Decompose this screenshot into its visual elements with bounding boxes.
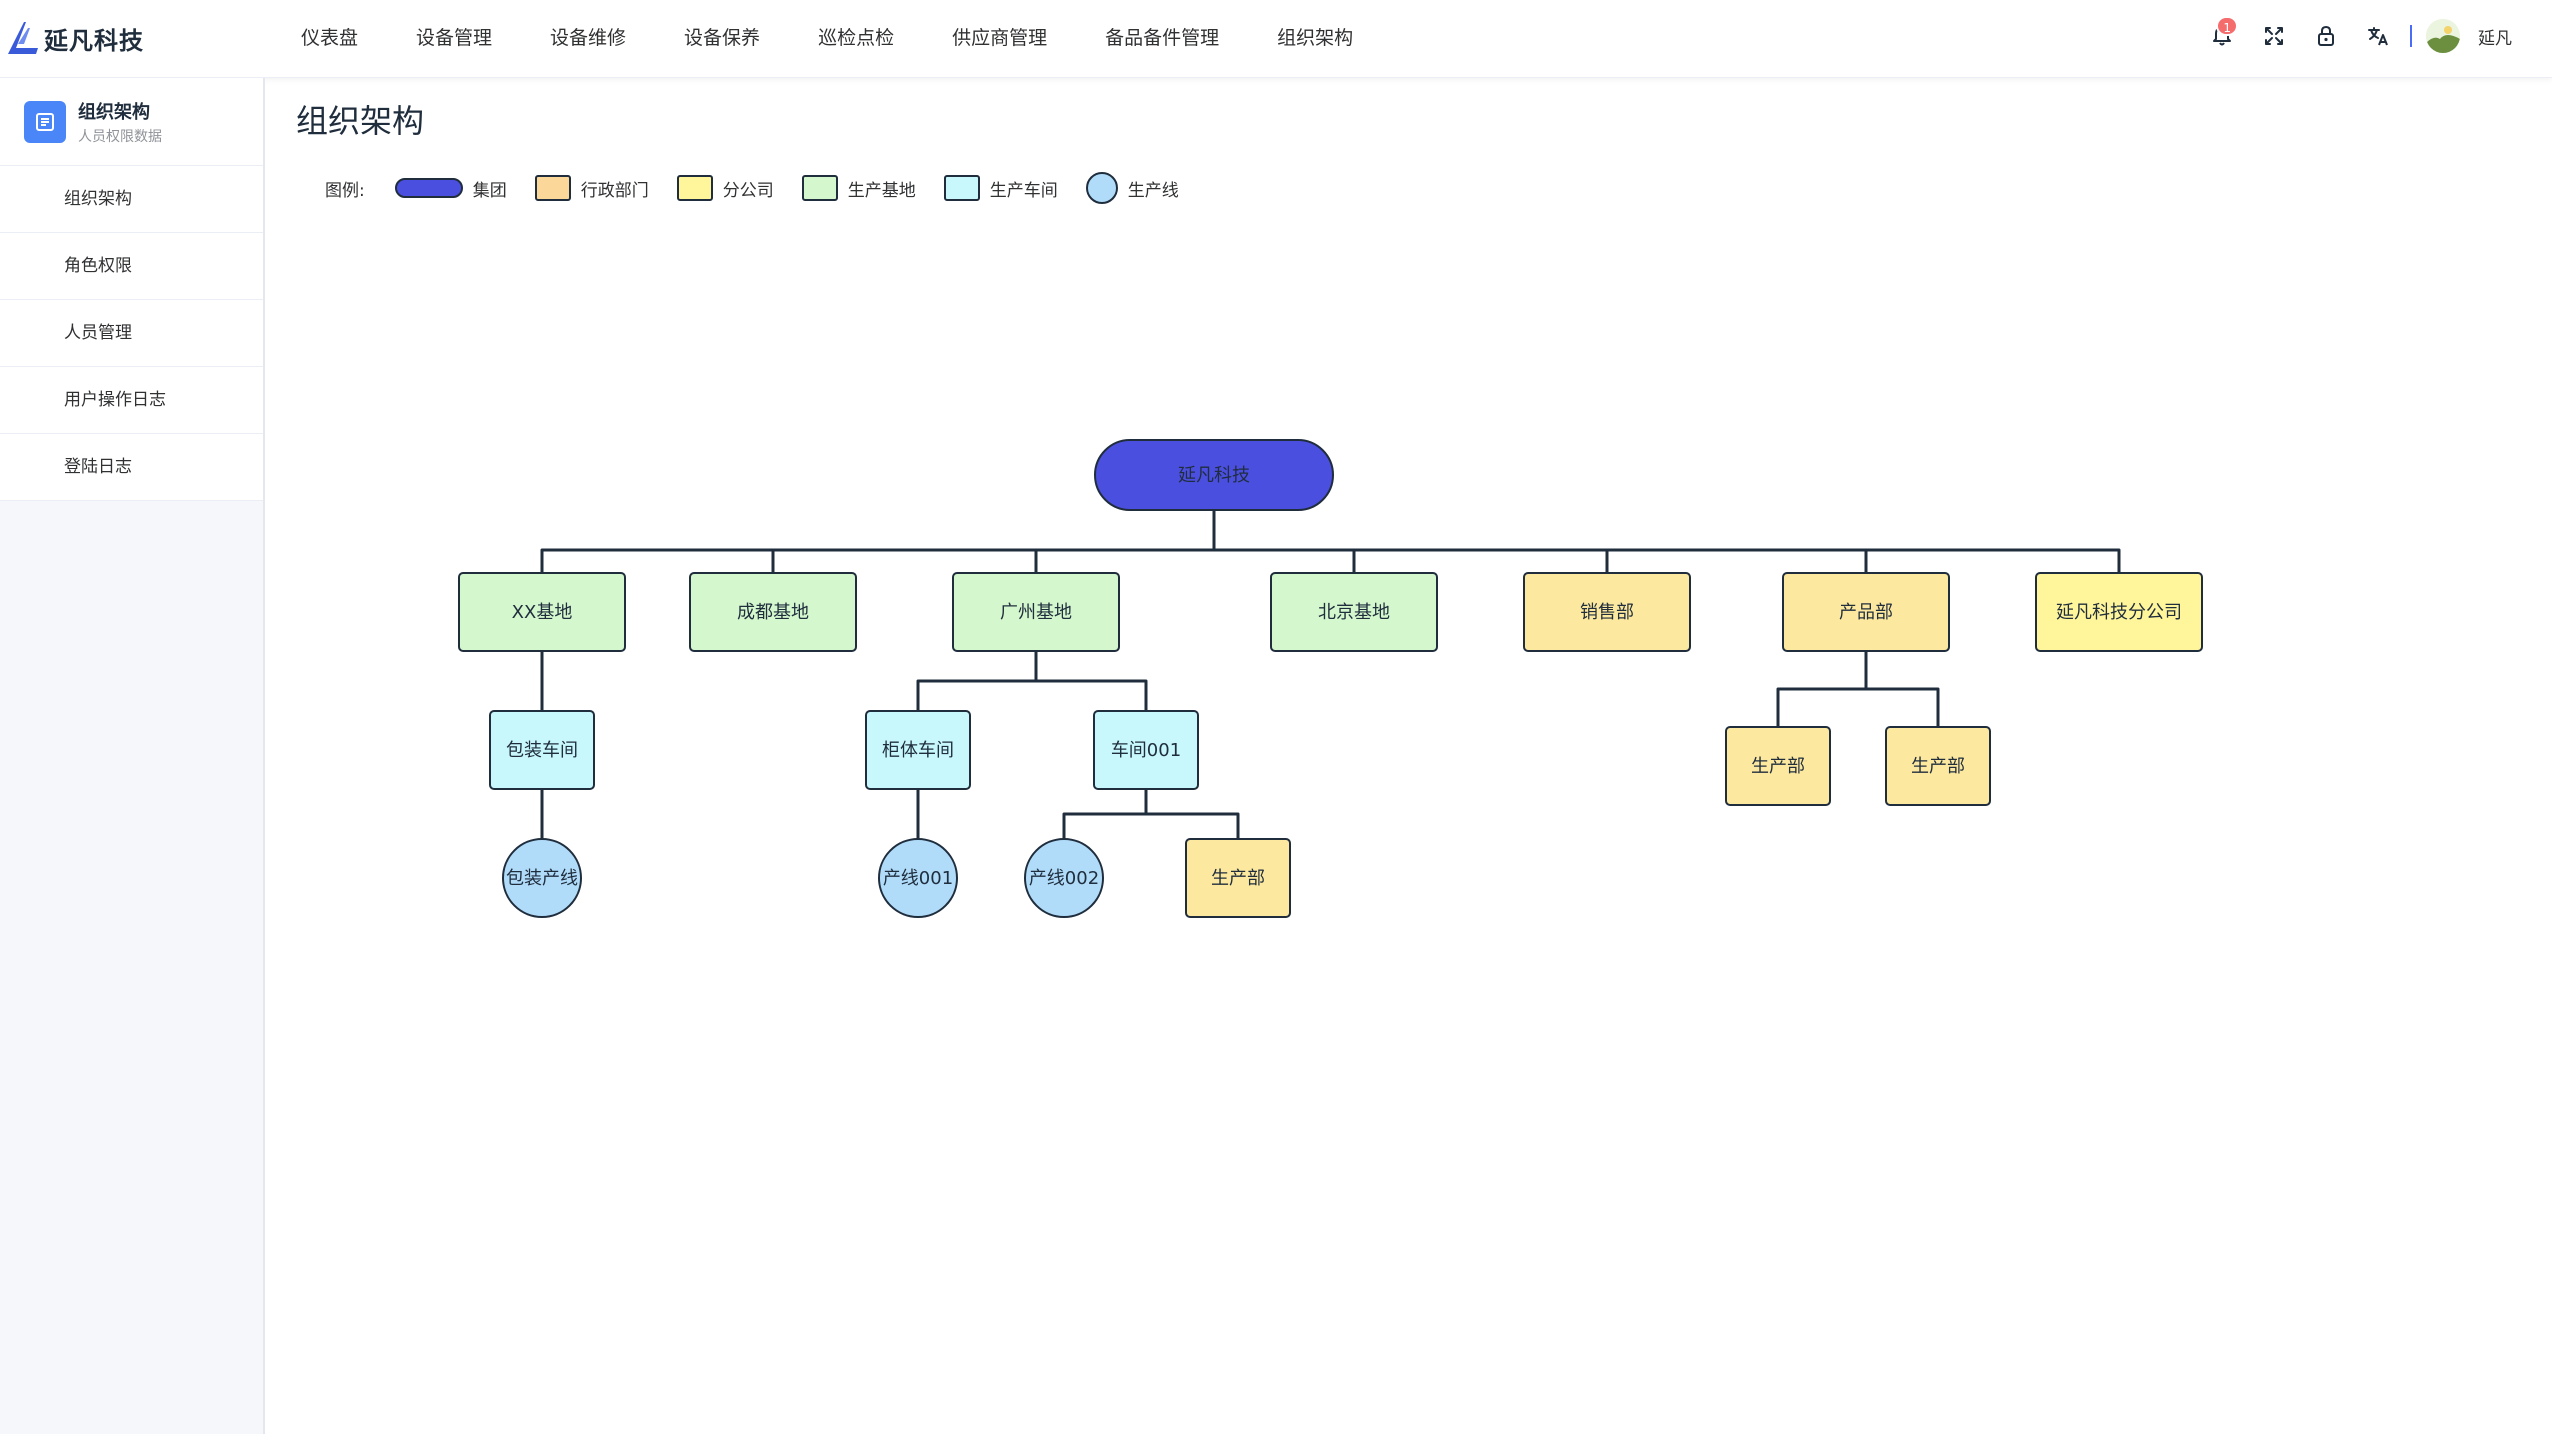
legend-item-group: 集团 xyxy=(394,176,507,201)
sidebar-subtitle: 人员权限数据 xyxy=(78,128,162,145)
username[interactable]: 延凡 xyxy=(2478,28,2512,49)
legend-swatch-admin-dept xyxy=(534,175,571,201)
legend-item-production-base: 生产基地 xyxy=(801,175,916,201)
org-node-workshop[interactable] xyxy=(489,710,595,790)
org-node-group[interactable] xyxy=(1094,439,1334,511)
org-node-admin-dept[interactable] xyxy=(1523,572,1691,652)
nav-inspection[interactable]: 巡检点检 xyxy=(818,27,895,49)
legend: 图例: 集团 行政部门 分公司 生产基地 生产车间 生产线 xyxy=(325,172,1207,204)
org-node-admin-dept[interactable] xyxy=(1782,572,1950,652)
legend-swatch-workshop xyxy=(943,175,980,201)
avatar-image-icon xyxy=(2426,19,2460,53)
nav-dashboard[interactable]: 仪表盘 xyxy=(301,27,359,49)
legend-text-admin-dept: 行政部门 xyxy=(580,180,649,201)
logo-text: 延凡科技 xyxy=(44,26,144,55)
nav-supplier-management[interactable]: 供应商管理 xyxy=(952,27,1048,49)
legend-text-branch: 分公司 xyxy=(722,180,774,201)
legend-text-production-base: 生产基地 xyxy=(847,180,916,201)
org-connector xyxy=(1062,787,1240,841)
header-divider xyxy=(2410,25,2412,47)
org-node-workshop[interactable] xyxy=(1093,710,1199,790)
top-bar: 延凡科技 仪表盘 设备管理 设备维修 设备保养 巡检点检 供应商管理 备品备件管… xyxy=(0,0,2552,78)
org-node-production-line[interactable] xyxy=(878,838,958,918)
org-node-production-base[interactable] xyxy=(458,572,626,652)
org-connector xyxy=(916,649,1148,713)
org-connector xyxy=(1776,649,1940,729)
org-node-production-line[interactable] xyxy=(1024,838,1104,918)
org-node-production-base[interactable] xyxy=(1270,572,1438,652)
org-node-branch[interactable] xyxy=(2035,572,2203,652)
lock-icon xyxy=(2318,25,2334,46)
legend-label: 图例: xyxy=(325,180,365,201)
nav-equipment-maintenance[interactable]: 设备保养 xyxy=(684,27,761,49)
sidebar-item-operation-log[interactable]: 用户操作日志 xyxy=(0,367,263,434)
org-node-production-line[interactable] xyxy=(502,838,582,918)
legend-item-admin-dept: 行政部门 xyxy=(534,175,649,201)
translate-icon xyxy=(2368,27,2388,46)
header-tools: 1 延凡 xyxy=(2196,0,2512,72)
sidebar-item-login-log[interactable]: 登陆日志 xyxy=(0,434,263,501)
legend-item-branch: 分公司 xyxy=(676,175,774,201)
logo[interactable]: 延凡科技 xyxy=(4,18,144,58)
legend-swatch-group xyxy=(394,178,463,198)
legend-text-workshop: 生产车间 xyxy=(989,180,1058,201)
nav-spare-parts[interactable]: 备品备件管理 xyxy=(1105,27,1220,49)
language-button[interactable] xyxy=(2352,16,2404,56)
sidebar-title: 组织架构 xyxy=(78,101,150,123)
sidebar-header: 组织架构 人员权限数据 xyxy=(0,78,263,166)
main-nav: 仪表盘 设备管理 设备维修 设备保养 巡检点检 供应商管理 备品备件管理 组织架… xyxy=(272,0,1382,78)
org-node-admin-dept[interactable] xyxy=(1185,838,1291,918)
notification-button[interactable]: 1 xyxy=(2196,16,2248,56)
fullscreen-button[interactable] xyxy=(2248,16,2300,56)
nav-equipment-management[interactable]: 设备管理 xyxy=(416,27,493,49)
legend-swatch-branch xyxy=(676,175,713,201)
fullscreen-icon xyxy=(2265,27,2283,45)
sidebar-item-personnel[interactable]: 人员管理 xyxy=(0,300,263,367)
legend-swatch-production-base xyxy=(801,175,838,201)
legend-item-workshop: 生产车间 xyxy=(943,175,1058,201)
legend-swatch-production-line xyxy=(1085,172,1118,204)
sidebar-item-role-permissions[interactable]: 角色权限 xyxy=(0,233,263,300)
lock-screen-button[interactable] xyxy=(2300,16,2352,56)
sidebar: 组织架构 人员权限数据 组织架构 角色权限 人员管理 用户操作日志 登陆日志 xyxy=(0,78,265,1434)
list-icon xyxy=(36,112,54,131)
notification-badge: 1 xyxy=(2216,16,2238,36)
module-icon xyxy=(24,100,66,143)
nav-equipment-repair[interactable]: 设备维修 xyxy=(550,27,627,49)
org-node-admin-dept[interactable] xyxy=(1885,726,1991,806)
user-avatar[interactable] xyxy=(2426,19,2460,53)
legend-item-production-line: 生产线 xyxy=(1085,172,1179,204)
page-title: 组织架构 xyxy=(296,102,425,140)
org-node-workshop[interactable] xyxy=(865,710,971,790)
nav-organization[interactable]: 组织架构 xyxy=(1277,27,1354,49)
sidebar-item-organization[interactable]: 组织架构 xyxy=(0,166,263,233)
org-node-production-base[interactable] xyxy=(952,572,1120,652)
org-node-production-base[interactable] xyxy=(689,572,857,652)
logo-icon xyxy=(8,22,38,54)
org-node-admin-dept[interactable] xyxy=(1725,726,1831,806)
sidebar-menu: 组织架构 角色权限 人员管理 用户操作日志 登陆日志 xyxy=(0,166,263,501)
legend-text-production-line: 生产线 xyxy=(1127,180,1179,201)
org-connector xyxy=(540,508,2121,575)
legend-text-group: 集团 xyxy=(472,180,507,201)
